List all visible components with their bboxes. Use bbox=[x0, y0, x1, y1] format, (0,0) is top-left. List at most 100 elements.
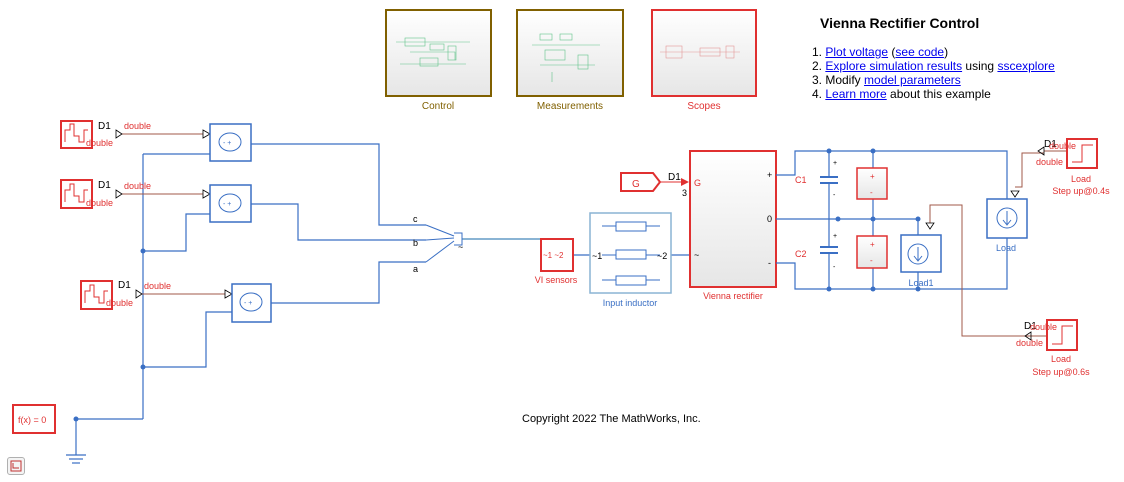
step4-prefix: 4. bbox=[812, 87, 826, 101]
measurements-subsystem[interactable] bbox=[516, 9, 624, 97]
vi-sensors-label: VI sensors bbox=[535, 275, 578, 285]
step-item-1: 1. Plot voltage (see code) bbox=[812, 45, 1108, 59]
signal-source-2[interactable] bbox=[60, 179, 93, 209]
load-block[interactable] bbox=[986, 198, 1028, 239]
step1-mid: ( bbox=[888, 45, 896, 59]
left-wiring bbox=[76, 143, 690, 420]
step1-suffix: ) bbox=[944, 45, 949, 59]
wire-junctions bbox=[73, 148, 921, 422]
vi-sensors-block[interactable]: ~1 ~2 bbox=[540, 238, 574, 272]
d1-step-top: D1 bbox=[1044, 139, 1057, 150]
step-signal-lines bbox=[929, 150, 1066, 337]
step-block-top[interactable] bbox=[1066, 138, 1098, 169]
learn-more-link[interactable]: Learn more bbox=[825, 87, 887, 101]
step2-mid: using bbox=[962, 59, 998, 73]
voltage-sensor-bottom[interactable]: +- bbox=[856, 235, 888, 269]
phase-connector bbox=[425, 224, 463, 263]
port3-label: 3 bbox=[682, 188, 687, 198]
inductor-port2: ~2 bbox=[657, 251, 667, 261]
step-item-4: 4. Learn more about this example bbox=[812, 87, 1108, 101]
see-code-link[interactable]: see code bbox=[895, 45, 945, 59]
svg-text:-: - bbox=[870, 256, 873, 265]
control-subsystem[interactable] bbox=[385, 9, 492, 97]
double-step-bot-b: double bbox=[1016, 338, 1043, 348]
svg-text:- +: - + bbox=[244, 300, 252, 307]
hierarchy-icon bbox=[10, 460, 22, 472]
c1-minus: - bbox=[833, 192, 836, 199]
double-label-2a: double bbox=[124, 181, 151, 191]
scopes-label: Scopes bbox=[687, 101, 720, 112]
svg-text:+: + bbox=[870, 240, 875, 249]
step1-prefix: 1. bbox=[812, 45, 826, 59]
phase-tilde-label: ~ bbox=[458, 242, 463, 252]
d1-label-2: D1 bbox=[98, 180, 111, 191]
double-label-3a: double bbox=[144, 281, 171, 291]
double-label-1a: double bbox=[124, 121, 151, 131]
load1-label: Load1 bbox=[908, 278, 933, 288]
capacitor-c2[interactable] bbox=[820, 246, 838, 254]
inductor-port1: ~1 bbox=[592, 251, 602, 261]
scopes-subsystem[interactable] bbox=[651, 9, 757, 97]
rectifier-g-port: G bbox=[694, 178, 701, 188]
svg-text:-: - bbox=[870, 188, 873, 197]
source-labels: D1 double double D1 double double D1 dou… bbox=[86, 121, 171, 308]
signal-source-1[interactable] bbox=[60, 120, 93, 149]
controlled-voltage-source-1[interactable]: - + bbox=[209, 123, 252, 162]
c2-minus: - bbox=[833, 264, 836, 271]
model-browser-button[interactable] bbox=[7, 457, 25, 475]
step-top-label: Step up@0.4s bbox=[1052, 186, 1110, 196]
load-top-label: Load bbox=[1071, 174, 1091, 184]
signal-lines bbox=[122, 133, 225, 295]
svg-text:- +: - + bbox=[223, 201, 231, 208]
vienna-rectifier-block[interactable] bbox=[689, 150, 777, 288]
capacitor-c1[interactable] bbox=[820, 176, 838, 184]
goto-g-block[interactable]: G bbox=[620, 172, 662, 192]
step2-prefix: 2. bbox=[812, 59, 826, 73]
load-bot-label: Load bbox=[1051, 354, 1071, 364]
double-step-top-b: double bbox=[1036, 157, 1063, 167]
step-bot-label: Step up@0.6s bbox=[1032, 367, 1090, 377]
step-item-2: 2. Explore simulation results using ssce… bbox=[812, 59, 1108, 73]
c1-plus: + bbox=[833, 160, 837, 167]
double-label-1b: double bbox=[86, 138, 113, 148]
load1-block[interactable] bbox=[900, 234, 942, 273]
voltage-sensor-top[interactable]: +- bbox=[856, 167, 888, 200]
d1-label-3: D1 bbox=[118, 280, 131, 291]
controlled-voltage-source-2[interactable]: - + bbox=[209, 184, 252, 223]
model-parameters-link[interactable]: model parameters bbox=[864, 73, 961, 87]
d1-goto: D1 bbox=[668, 172, 681, 183]
step4-mid: about this example bbox=[886, 87, 991, 101]
plot-voltage-link[interactable]: Plot voltage bbox=[825, 45, 889, 59]
sscexplore-link[interactable]: sscexplore bbox=[997, 59, 1055, 73]
rectifier-minus-port: - bbox=[768, 258, 771, 268]
step-ports bbox=[925, 146, 1045, 341]
svg-text:- +: - + bbox=[223, 140, 231, 147]
ground-symbol bbox=[66, 419, 86, 464]
double-label-2b: double bbox=[86, 198, 113, 208]
input-inductor-block[interactable] bbox=[589, 212, 672, 294]
copyright-text: Copyright 2022 The MathWorks, Inc. bbox=[522, 413, 701, 425]
signal-source-3[interactable] bbox=[80, 280, 113, 310]
input-inductor-label: Input inductor bbox=[603, 298, 658, 308]
step-item-3: 3. Modify model parameters bbox=[812, 73, 1108, 87]
solver-configuration[interactable]: f(x) = 0 bbox=[12, 404, 56, 434]
phase-b-label: b bbox=[413, 238, 418, 248]
dc-wiring bbox=[776, 150, 1008, 290]
info-panel: Vienna Rectifier Control 1. Plot voltage… bbox=[808, 15, 1108, 101]
double-label-3b: double bbox=[106, 298, 133, 308]
svg-text:+: + bbox=[870, 172, 875, 181]
signal-ports bbox=[115, 129, 233, 299]
step3-prefix: 3. Modify bbox=[812, 73, 865, 87]
vienna-rectifier-label: Vienna rectifier bbox=[703, 291, 763, 301]
phase-c-label: c bbox=[413, 214, 418, 224]
controlled-voltage-source-3[interactable]: - + bbox=[231, 283, 272, 323]
explore-results-link[interactable]: Explore simulation results bbox=[825, 59, 963, 73]
c2-label: C2 bbox=[795, 249, 807, 259]
model-title: Vienna Rectifier Control bbox=[820, 15, 980, 31]
step-block-bottom[interactable] bbox=[1046, 319, 1078, 351]
rectifier-tilde-port: ~ bbox=[694, 250, 699, 260]
goto-g-label: G bbox=[632, 179, 640, 190]
solver-label: f(x) = 0 bbox=[18, 415, 46, 425]
rectifier-plus-port: + bbox=[767, 170, 772, 180]
